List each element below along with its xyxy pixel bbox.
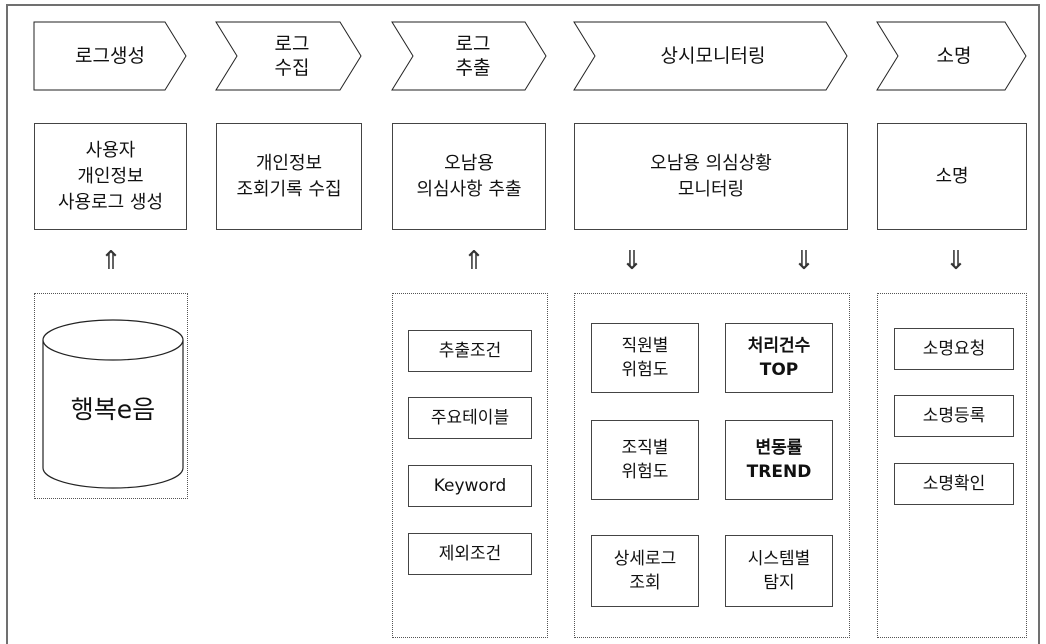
stage-chevron-3 [391, 21, 547, 91]
process-box-explanation: 소명 [877, 123, 1027, 230]
database-cylinder-icon [42, 319, 184, 489]
database-label: 행복e음 [70, 395, 156, 424]
monitoring-item-top-count: 처리건수 TOP [725, 323, 833, 393]
stage-label-log-extraction: 로그 추출 [455, 33, 491, 79]
stage-label-monitoring: 상시모니터링 [660, 45, 766, 67]
stage-chevron-4 [573, 21, 848, 91]
down-arrow-icon: ⇓ [621, 246, 643, 276]
stage-label-explanation: 소명 [936, 45, 972, 67]
process-box-log-extraction: 오남용 의심사항 추출 [392, 123, 546, 230]
down-arrow-icon: ⇓ [793, 246, 815, 276]
explanation-item: 소명요청 [894, 328, 1014, 370]
explanation-item: 소명확인 [894, 463, 1014, 505]
down-arrow-icon: ⇓ [945, 246, 967, 276]
process-box-monitoring: 오남용 의심상황 모니터링 [574, 123, 848, 230]
monitoring-item-org-risk: 조직별 위험도 [591, 420, 699, 500]
extraction-item: 제외조건 [408, 533, 532, 575]
monitoring-item-employee-risk: 직원별 위험도 [591, 323, 699, 393]
stage-chevron-5 [876, 21, 1027, 91]
extraction-item: 추출조건 [408, 330, 532, 372]
extraction-item: 주요테이블 [408, 397, 532, 439]
database-group [34, 293, 188, 499]
explanation-item: 소명등록 [894, 395, 1014, 437]
up-arrow-icon: ⇑ [100, 246, 122, 276]
monitoring-item-detail-log: 상세로그 조회 [591, 535, 699, 607]
stage-chevrons [33, 21, 1027, 91]
monitoring-item-change-trend: 변동률 TREND [725, 420, 833, 500]
stage-label-log-collection: 로그 수집 [274, 33, 310, 79]
extraction-item: Keyword [408, 465, 532, 507]
process-box-log-creation: 사용자 개인정보 사용로그 생성 [34, 123, 187, 230]
up-arrow-icon: ⇑ [463, 246, 485, 276]
diagram-frame [6, 4, 1040, 644]
monitoring-item-system-detection: 시스템별 탐지 [725, 535, 833, 607]
stage-label-log-creation: 로그생성 [75, 45, 145, 67]
process-box-log-collection: 개인정보 조회기록 수집 [216, 123, 362, 230]
stage-chevron-2 [215, 21, 362, 91]
stage-chevron-1 [33, 21, 187, 91]
